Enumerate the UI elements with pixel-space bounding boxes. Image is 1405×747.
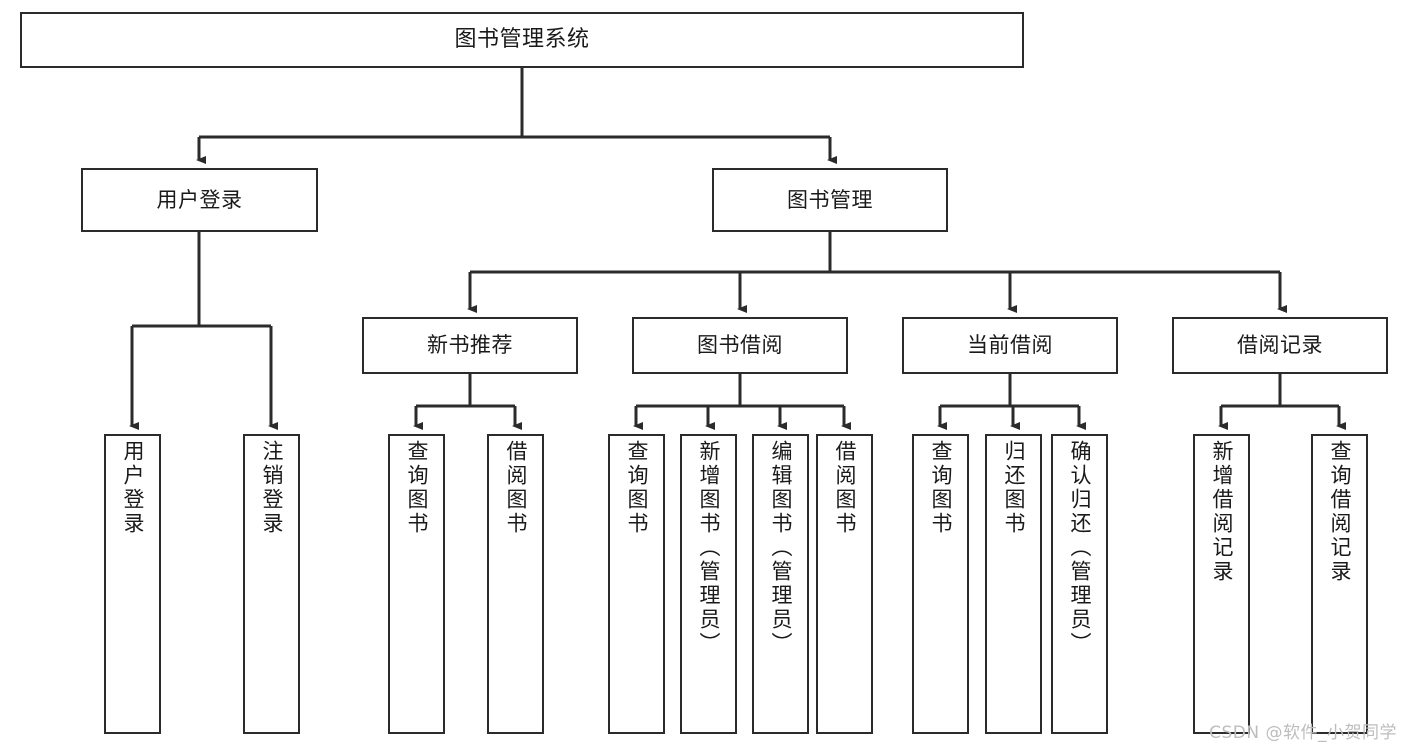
node-label: 查询借阅记录 [1328,440,1352,584]
node-label: 查询图书 [929,440,953,536]
node-label: 确认归还（管理员） [1068,440,1092,656]
leaf-user-login[interactable]: 用户登录 [104,434,161,734]
node-book-manage[interactable]: 图书管理 [712,168,948,232]
node-label: 图书管理系统 [454,27,590,53]
node-label: 用户登录 [156,187,243,212]
leaf-query-book-2[interactable]: 查询图书 [608,434,665,734]
node-label: 注销登录 [260,440,284,536]
leaf-confirm-return-admin[interactable]: 确认归还（管理员） [1051,434,1108,734]
leaf-add-borrow-record[interactable]: 新增借阅记录 [1193,434,1250,734]
node-label: 查询图书 [405,440,429,536]
leaf-query-book-1[interactable]: 查询图书 [388,434,445,734]
node-label: 新增借阅记录 [1210,440,1234,584]
node-current-borrow[interactable]: 当前借阅 [902,317,1118,374]
node-label: 借阅图书 [504,440,528,536]
node-label: 查询图书 [625,440,649,536]
leaf-user-logout[interactable]: 注销登录 [243,434,300,734]
node-label: 借阅记录 [1237,333,1323,358]
node-new-book-recommend[interactable]: 新书推荐 [362,317,578,374]
node-label: 编辑图书（管理员） [769,440,793,656]
node-label: 新增图书（管理员） [697,440,721,656]
node-borrow-record[interactable]: 借阅记录 [1172,317,1388,374]
leaf-add-book-admin[interactable]: 新增图书（管理员） [680,434,737,734]
node-book-borrow[interactable]: 图书借阅 [632,317,848,374]
node-root-system[interactable]: 图书管理系统 [20,12,1024,68]
leaf-edit-book-admin[interactable]: 编辑图书（管理员） [752,434,809,734]
node-label: 归还图书 [1002,440,1026,536]
node-label: 当前借阅 [967,333,1053,358]
leaf-query-borrow-record[interactable]: 查询借阅记录 [1311,434,1368,734]
leaf-borrow-book-2[interactable]: 借阅图书 [816,434,873,734]
node-label: 图书管理 [787,187,873,212]
node-label: 用户登录 [121,440,145,536]
leaf-query-book-3[interactable]: 查询图书 [912,434,969,734]
node-user-login[interactable]: 用户登录 [81,168,318,232]
node-label: 新书推荐 [427,333,513,358]
node-label: 借阅图书 [833,440,857,536]
leaf-borrow-book-1[interactable]: 借阅图书 [487,434,544,734]
node-label: 图书借阅 [697,333,783,358]
leaf-return-book[interactable]: 归还图书 [985,434,1042,734]
